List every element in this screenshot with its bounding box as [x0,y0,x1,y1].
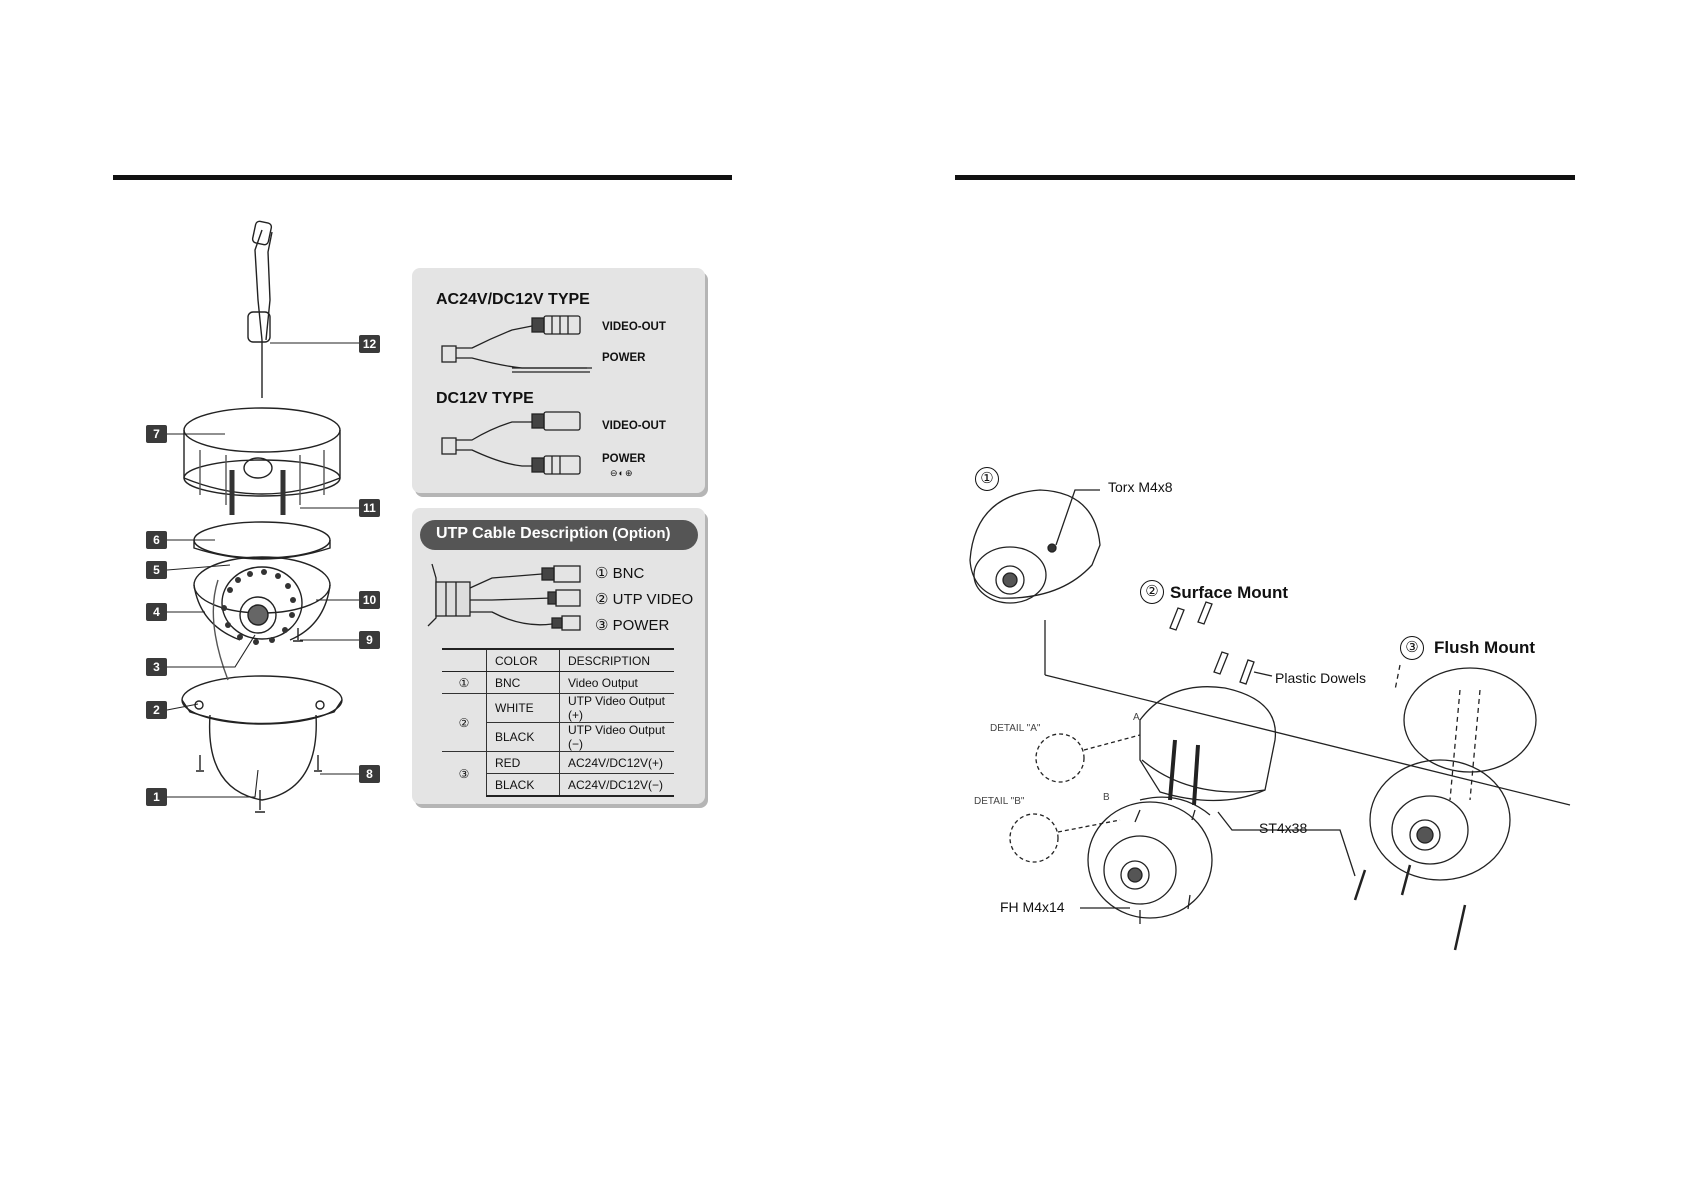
row-description: AC24V/DC12V(+) [559,751,674,774]
callout-9: 9 [359,631,380,649]
step-1-number: ① [975,467,999,491]
wire-label-bnc: ① BNC [595,565,645,582]
power-cable-illustrations [441,315,592,475]
utp-cable-panel: UTP Cable Description(Option) ① BNC ② UT… [412,508,705,804]
callout-7: 7 [146,425,167,443]
power-label-1: POWER [602,352,646,364]
step-3-number: ③ [1400,636,1424,660]
callout-2: 2 [146,701,167,719]
row-description: Video Output [559,671,674,694]
utp-title: UTP Cable Description [436,525,609,542]
detail-a-label: DETAIL "A" [990,723,1041,734]
fh-m4x14-label: FH M4x14 [1000,899,1065,915]
callout-11: 11 [359,499,380,517]
utp-title-pill: UTP Cable Description(Option) [420,520,698,550]
col-header-index [442,648,487,672]
row-index: ③ [442,751,487,796]
callout-12: 12 [359,335,380,353]
row-color: BLACK [486,722,560,752]
row-index: ① [442,671,487,694]
marker-a: A [1133,712,1140,723]
dc-polarity-symbol: ⊖◐⊕ [610,468,634,478]
ac24v-dc12v-type-title: AC24V/DC12V TYPE [436,291,590,308]
callout-6: 6 [146,531,167,549]
row-description: UTP Video Output (−) [559,722,674,752]
callout-8: 8 [359,765,380,783]
detail-b-label: DETAIL "B" [974,796,1025,807]
video-out-label-2: VIDEO-OUT [602,420,666,432]
step-2-number: ② [1140,580,1164,604]
callout-5: 5 [146,561,167,579]
table-row: ① BNC Video Output [442,671,674,694]
table-row: ② WHITE UTP Video Output (+) [442,693,674,752]
callout-10: 10 [359,591,380,609]
torx-m4x8-label: Torx M4x8 [1108,479,1173,495]
row-color: RED [486,751,560,774]
flush-mount-title: Flush Mount [1434,638,1536,657]
plastic-dowels-label: Plastic Dowels [1275,670,1367,686]
table-row: BLACK AC24V/DC12V(−) [442,773,674,797]
surface-mount-title: Surface Mount [1170,583,1289,602]
row-color: BNC [486,671,560,694]
col-header-description: DESCRIPTION [559,648,674,672]
marker-b: B [1103,792,1110,803]
utp-color-table: COLOR DESCRIPTION ① BNC Video Output ② W… [442,648,674,797]
right-header-rule [955,175,1575,180]
wire-label-power: ③ POWER [595,617,670,634]
row-color: WHITE [486,693,560,723]
st4x38-label: ST4x38 [1259,820,1308,836]
table-row: ③ RED AC24V/DC12V(+) [442,751,674,796]
col-header-color: COLOR [486,648,560,672]
callout-3: 3 [146,658,167,676]
left-header-rule [113,175,732,180]
callout-1: 1 [146,788,167,806]
power-label-2: POWER [602,453,646,465]
power-type-panel: AC24V/DC12V TYPE VIDEO-OUT POWER DC12V T… [412,268,705,493]
callout-4: 4 [146,603,167,621]
wire-label-utp-video: ② UTP VIDEO [595,591,694,608]
utp-option: (Option) [612,525,671,542]
row-color: BLACK [486,773,560,797]
row-index: ② [442,693,487,752]
row-description: UTP Video Output (+) [559,693,674,723]
utp-cable-illustration [427,563,581,631]
dc12v-type-title: DC12V TYPE [436,390,534,407]
table-row: BLACK UTP Video Output (−) [442,722,674,752]
video-out-label-1: VIDEO-OUT [602,321,666,333]
row-description: AC24V/DC12V(−) [559,773,674,797]
